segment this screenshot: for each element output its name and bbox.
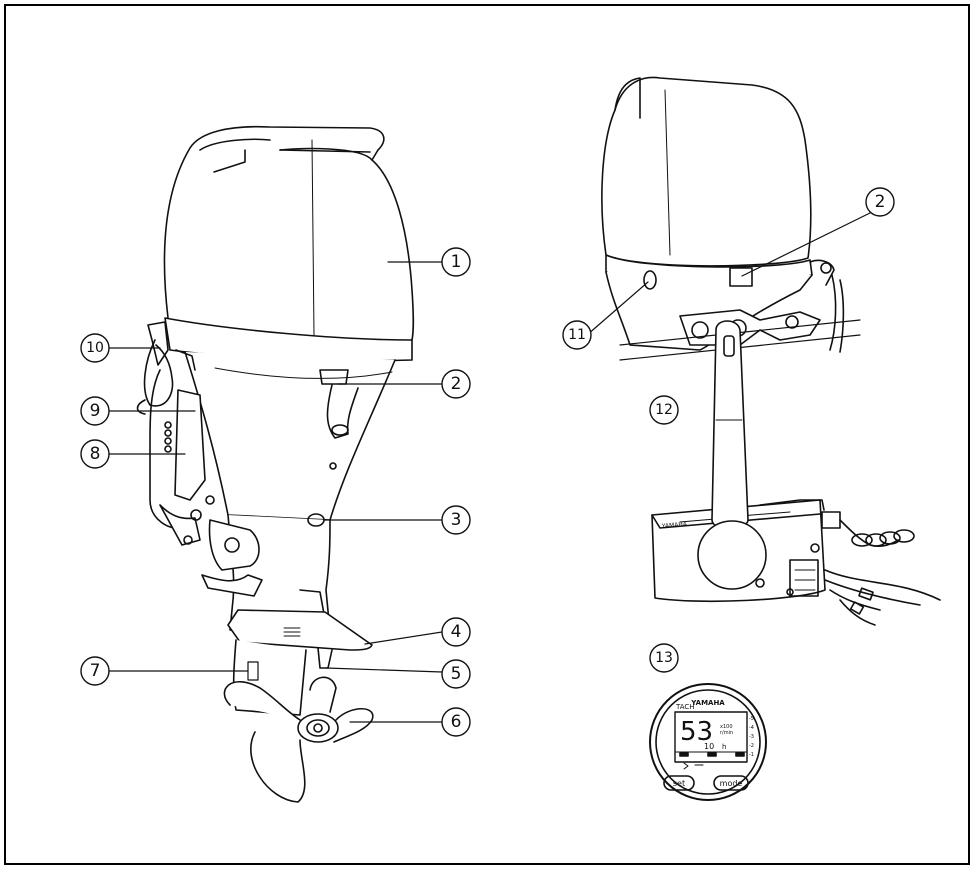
callout-12: 12 xyxy=(655,402,673,418)
gauge-scale-2: -2 xyxy=(749,743,754,749)
callout-8: 8 xyxy=(90,444,101,464)
callout-2-main: 2 xyxy=(451,374,462,394)
gauge-rpm-unit-bottom: r/min xyxy=(720,730,733,736)
rear-view-motor xyxy=(601,76,861,361)
gauge-rpm-unit-top: x100 xyxy=(720,724,733,730)
gauge-scale-3: -3 xyxy=(749,734,754,740)
callout-5: 5 xyxy=(451,664,462,684)
callout-7: 7 xyxy=(90,661,101,681)
callout-1: 1 xyxy=(451,252,462,272)
gauge-rpm-value: 53 xyxy=(680,717,713,747)
remote-control-box xyxy=(651,320,941,626)
callout-3: 3 xyxy=(451,510,462,530)
main-outboard-motor xyxy=(136,125,415,803)
gauge-hours-value: 10 xyxy=(704,742,714,751)
leader-lines xyxy=(108,211,873,723)
gauge-mode-label: TACH xyxy=(675,703,695,711)
gauge-mode-button: mode xyxy=(720,779,743,788)
callout-11: 11 xyxy=(568,327,586,343)
callout-10: 10 xyxy=(86,340,104,356)
callout-2-rear: 2 xyxy=(875,192,886,212)
callout-6: 6 xyxy=(451,712,462,732)
gauge-hours-unit: h xyxy=(722,743,726,751)
callout-4: 4 xyxy=(451,622,462,642)
gauge-scale-1: -1 xyxy=(749,752,754,758)
digital-tach-gauge xyxy=(649,683,767,801)
callout-13: 13 xyxy=(655,650,673,666)
control-box-brand: YAMAHA xyxy=(661,521,689,530)
gauge-scale-5: -5 xyxy=(749,716,754,722)
gauge-scale-4: -4 xyxy=(749,725,754,731)
gauge-brand: YAMAHA xyxy=(690,699,725,707)
callout-9: 9 xyxy=(90,401,101,421)
callout-circles xyxy=(80,187,895,737)
gauge-set-button: set xyxy=(673,779,685,788)
